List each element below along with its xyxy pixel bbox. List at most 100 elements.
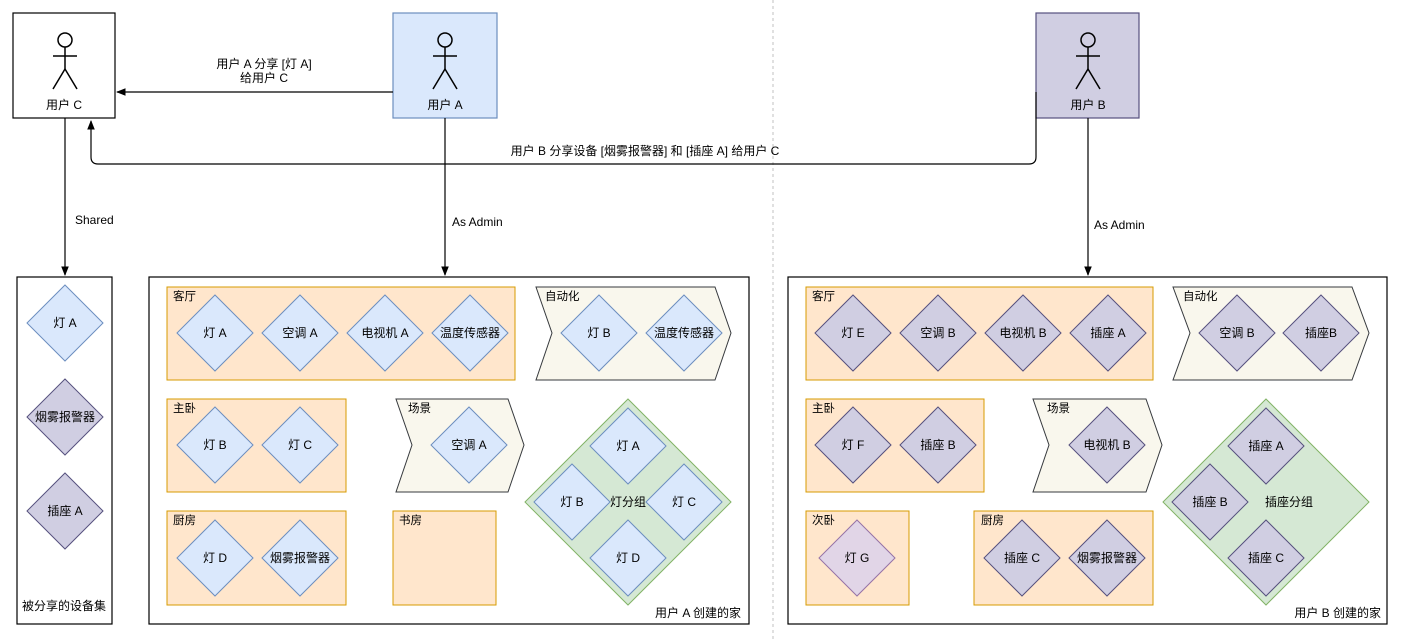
home-b-group-device-2-label: 插座 B (1192, 494, 1227, 509)
home-a-living-device-2-label: 空调 A (282, 326, 317, 340)
shared-device-1-shape (26, 284, 104, 362)
home-b-living-device-3-label: 电视机 B (999, 325, 1046, 340)
home-b-living-device-3: 电视机 B (984, 294, 1062, 372)
home-a-kitchen-label: 厨房 (173, 514, 196, 527)
home-b-automation-device-2-label: 插座B (1305, 325, 1337, 340)
home-a-scene-device-1-shape (430, 406, 508, 484)
home-a-automation-device-1: 灯 B (560, 294, 638, 372)
home-b-living-device-2: 空调 B (899, 294, 977, 372)
user-b-label: 用户 B (1070, 97, 1105, 112)
home-a-living-room-label: 客厅 (173, 289, 196, 303)
home-a-kitchen-device-2-shape (261, 519, 339, 597)
home-b-bedroom-device-2-shape (899, 406, 977, 484)
home-a-living-device-1: 灯 A (176, 294, 254, 372)
home-a-living-device-3-shape (346, 294, 424, 372)
home-b-automation-device-2-shape (1282, 294, 1360, 372)
edge-b-to-c: 用户 B 分享设备 [烟雾报警器] 和 [插座 A] 给用户 C (87, 92, 1037, 165)
shared-device-2-shape (26, 378, 104, 456)
home-b-kitchen-device-1: 插座 C (983, 519, 1061, 597)
home-b-living-device-1-label: 灯 E (841, 326, 864, 340)
home-b-automation-device-1-shape (1198, 294, 1276, 372)
home-a-living-device-2: 空调 A (261, 294, 339, 372)
home-b-automation-device-1: 空调 B (1198, 294, 1276, 372)
home-a-group-device-3: 灯 C (645, 463, 723, 541)
home-a-study-label: 书房 (399, 514, 422, 527)
home-b-kitchen-device-2: 烟雾报警器 (1068, 519, 1146, 597)
home-b-living-device-4: 插座 A (1069, 294, 1147, 372)
edge-a-to-c: 用户 A 分享 [灯 A] 给用户 C (116, 56, 393, 96)
home-a-bedroom-device-1-shape (176, 406, 254, 484)
home-b-kitchen-device-2-shape (1068, 519, 1146, 597)
home-a-study: 书房 (392, 510, 497, 606)
home-b-group-device-1-shape (1227, 407, 1305, 485)
user-c: 用户 C (12, 12, 116, 119)
home-a-living-device-1-label: 灯 A (203, 326, 226, 340)
home-b-bedroom-device-1: 灯 F (814, 406, 892, 484)
home-a-group-device-2: 灯 B (533, 463, 611, 541)
home-b-second-bedroom-device-1: 灯 G (818, 519, 896, 597)
home-a-kitchen-device-1-shape (176, 519, 254, 597)
home-a-automation-device-2-label: 温度传感器 (654, 325, 714, 340)
home-b-living-device-1: 灯 E (814, 294, 892, 372)
home-b-group-device-3-shape (1227, 519, 1305, 597)
edge-c-shared: Shared (61, 118, 114, 276)
home-a-bedroom-device-2-label: 灯 C (288, 438, 312, 452)
home-a-living-device-1-shape (176, 294, 254, 372)
home-a-title: 用户 A 创建的家 (655, 605, 741, 620)
home-a-light-group-label: 灯分组 (610, 495, 646, 509)
user-b: 用户 B (1035, 12, 1140, 119)
home-b-bedroom-device-1-label: 灯 F (842, 438, 865, 452)
home-a-scene-label: 场景 (408, 401, 431, 415)
home-a-automation-device-1-label: 灯 B (587, 326, 610, 340)
home-a-bedroom-device-1-label: 灯 B (203, 438, 226, 452)
home-b-scene-label: 场景 (1047, 401, 1070, 415)
home-a-group-device-1-label: 灯 A (616, 439, 639, 453)
shared-device-2: 烟雾报警器 (26, 378, 104, 456)
home-a-scene-device-1: 空调 A (430, 406, 508, 484)
home-a-kitchen-device-1: 灯 D (176, 519, 254, 597)
home-b-scene-device-1-shape (1068, 406, 1146, 484)
home-b-second-bedroom-device-1-shape (818, 519, 896, 597)
home-a-group-device-1: 灯 A (589, 407, 667, 485)
home-b-group-device-1-label: 插座 A (1248, 438, 1283, 453)
home-b-group-device-1: 插座 A (1227, 407, 1305, 485)
home-a-scene-device-1-label: 空调 A (451, 438, 486, 452)
home-a-automation-device-2: 温度传感器 (645, 294, 723, 372)
shared-device-1: 灯 A (26, 284, 104, 362)
home-b-kitchen-device-1-label: 插座 C (1004, 550, 1040, 565)
edge-shared-label: Shared (75, 213, 114, 227)
home-b-living-device-4-shape (1069, 294, 1147, 372)
home-a-group-device-4: 灯 D (589, 519, 667, 597)
shared-set-title: 被分享的设备集 (22, 598, 106, 613)
home-a-automation-device-1-shape (560, 294, 638, 372)
edge-b-to-c-label: 用户 B 分享设备 [烟雾报警器] 和 [插座 A] 给用户 C (511, 143, 780, 158)
home-a-kitchen-device-2-label: 烟雾报警器 (270, 550, 330, 565)
home-a-group-device-1-shape (589, 407, 667, 485)
edge-a-admin-label: As Admin (452, 215, 503, 229)
home-a-master-bedroom-label: 主卧 (173, 402, 196, 415)
shared-device-3-label: 插座 A (47, 503, 82, 518)
home-a-group-device-4-label: 灯 D (616, 551, 640, 565)
home-a-living-device-3: 电视机 A (346, 294, 424, 372)
home-a-living-device-4-label: 温度传感器 (440, 325, 500, 340)
home-b-scene-device-1-label: 电视机 B (1083, 437, 1130, 452)
user-c-label: 用户 C (46, 97, 82, 112)
home-b-living-device-4-label: 插座 A (1090, 325, 1125, 340)
home-b-title: 用户 B 创建的家 (1294, 605, 1381, 620)
home-b-second-bedroom-device-1-label: 灯 G (845, 551, 870, 565)
home-b-socket-group: 插座分组 (1162, 398, 1370, 606)
shared-device-1-label: 灯 A (53, 316, 76, 330)
home-b-automation-device-1-label: 空调 B (1219, 326, 1254, 340)
home-b-kitchen-device-2-label: 烟雾报警器 (1077, 550, 1137, 565)
home-a-living-device-3-label: 电视机 A (361, 325, 408, 340)
edge-a-to-c-label-1: 用户 A 分享 [灯 A] (216, 56, 311, 71)
home-b-living-device-1-shape (814, 294, 892, 372)
home-a-kitchen-device-2: 烟雾报警器 (261, 519, 339, 597)
shared-device-3: 插座 A (26, 472, 104, 550)
edge-a-admin: As Admin (441, 118, 503, 276)
shared-device-2-label: 烟雾报警器 (35, 409, 95, 424)
home-a-automation-device-2-shape (645, 294, 723, 372)
home-b-scene-device-1: 电视机 B (1068, 406, 1146, 484)
